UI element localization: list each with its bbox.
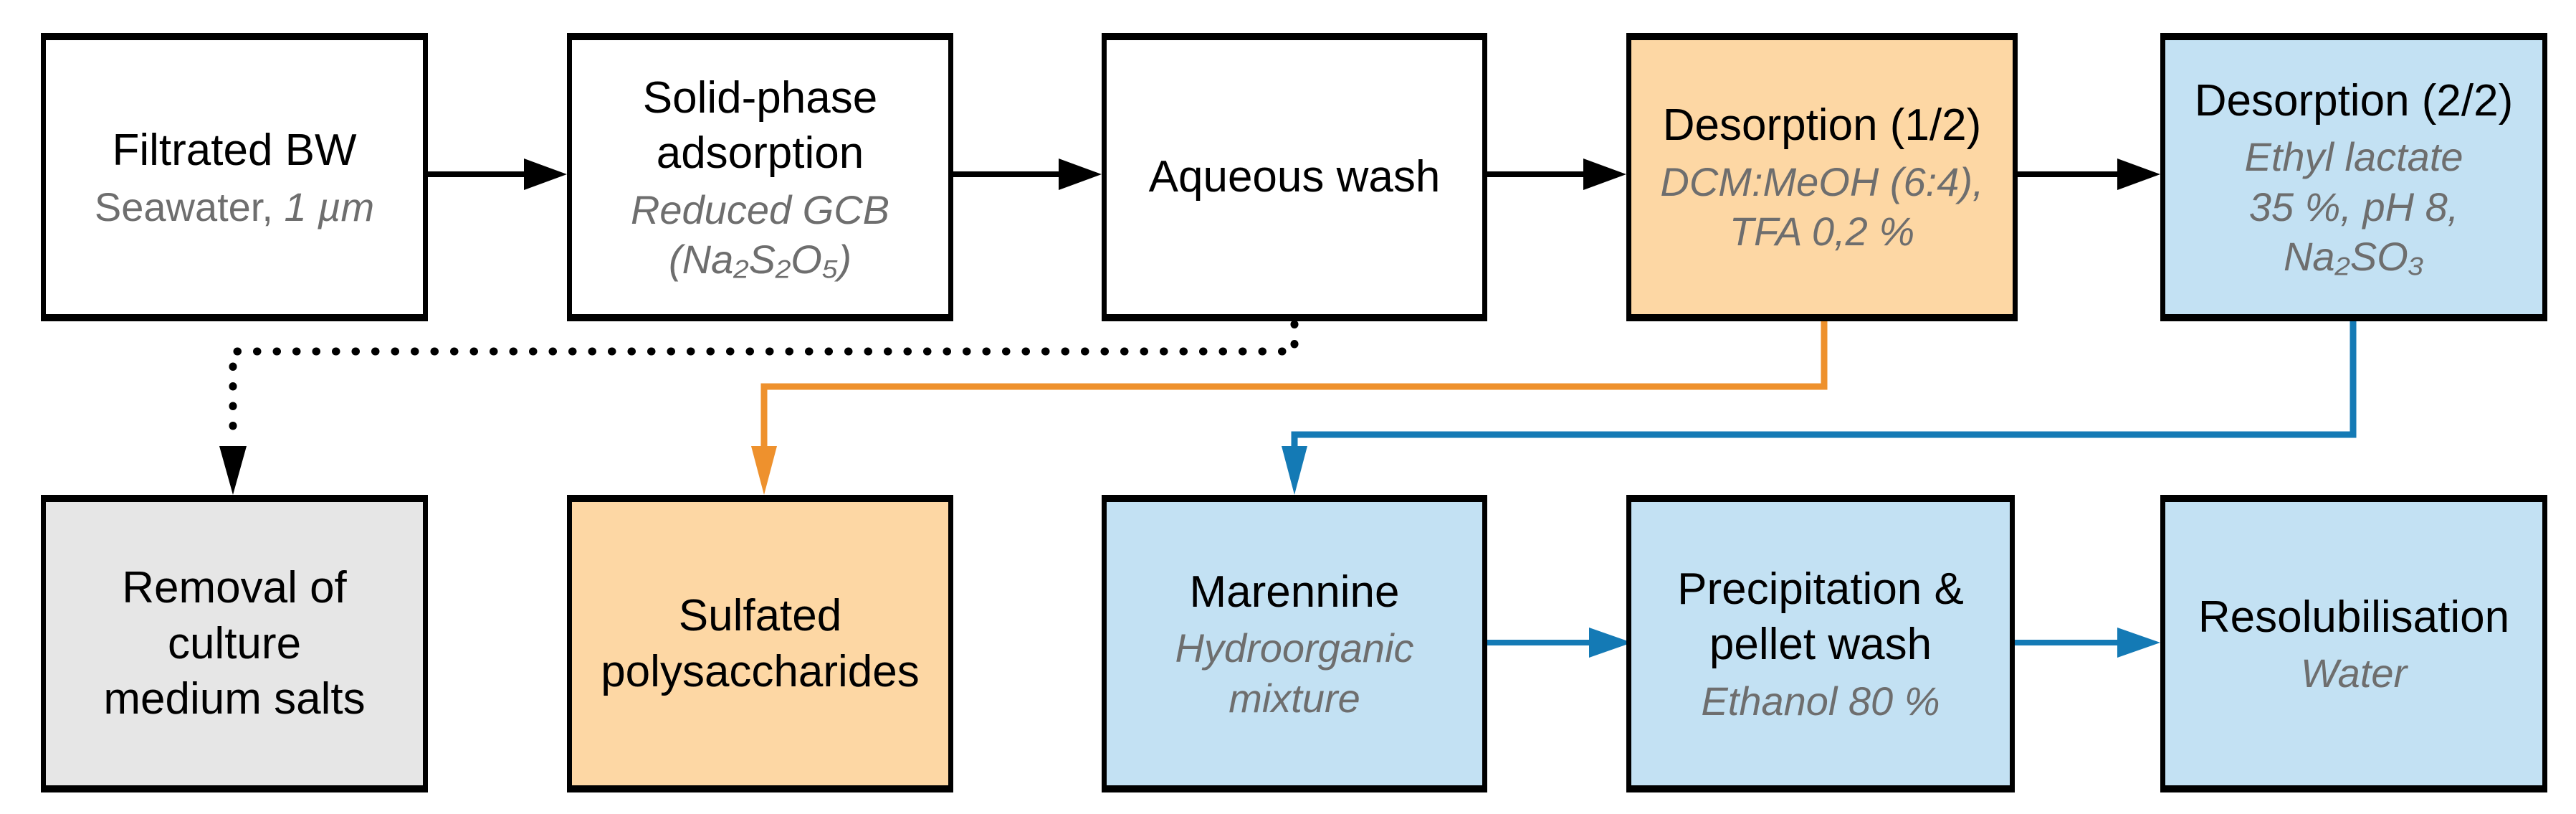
box-title: Marennine [1189, 567, 1400, 617]
box-title: Aqueous wash [1148, 152, 1441, 202]
arrow-desorption2-to-marennine [1282, 321, 2357, 495]
box-title: Removal of culture medium salts [103, 563, 366, 724]
subtitle-italic-part: 1 µm [284, 184, 375, 229]
box-title: Filtrated BW [112, 126, 357, 176]
box-marennine: Marennine Hydroorganic mixture [1102, 495, 1487, 792]
box-title: Resolubilisation [2198, 592, 2510, 642]
box-subtitle: Reduced GCB (Na₂S₂O₅) [630, 186, 890, 282]
box-subtitle: Seawater, 1 µm [95, 182, 374, 232]
arrow-marennine-to-precipitation [1487, 628, 1632, 658]
box-title: Solid-phase adsorption [642, 72, 878, 179]
box-resolubilisation: Resolubilisation Water [2160, 495, 2547, 792]
arrow-wash-to-desorption1 [1487, 158, 1626, 190]
arrow-desorption1-to-desorption2 [2018, 158, 2160, 190]
box-subtitle: Ethanol 80 % [1701, 678, 1940, 724]
box-title: Desorption (1/2) [1662, 100, 1982, 151]
box-filtrated-bw: Filtrated BW Seawater, 1 µm [41, 33, 428, 321]
box-subtitle: Hydroorganic mixture [1175, 625, 1414, 721]
box-subtitle: Ethyl lactate 35 %, pH 8, Na₂SO₃ [2244, 134, 2463, 279]
box-solid-phase-adsorption: Solid-phase adsorption Reduced GCB (Na₂S… [567, 33, 953, 321]
arrow-precipitation-to-resolubilisation [2015, 628, 2160, 658]
box-desorption-1: Desorption (1/2) DCM:MeOH (6:4), TFA 0,2… [1626, 33, 2018, 321]
box-title: Precipitation & pellet wash [1677, 564, 1964, 670]
box-title: Desorption (2/2) [2194, 75, 2514, 126]
box-removal-culture-salts: Removal of culture medium salts [41, 495, 428, 792]
box-precipitation-pellet-wash: Precipitation & pellet wash Ethanol 80 % [1626, 495, 2015, 792]
subtitle-roman-part: Seawater, [94, 184, 285, 229]
box-title: Sulfated polysaccharides [601, 591, 920, 696]
box-sulfated-polysaccharides: Sulfated polysaccharides [567, 495, 953, 792]
dotted-arrow-wash-to-salt-removal [219, 320, 1299, 495]
box-subtitle: Water [2300, 650, 2408, 696]
box-subtitle: DCM:MeOH (6:4), TFA 0,2 % [1660, 158, 1984, 255]
arrow-bw-to-adsorption [428, 158, 567, 190]
box-desorption-2: Desorption (2/2) Ethyl lactate 35 %, pH … [2160, 33, 2547, 321]
arrow-desorption1-to-polysaccharides [751, 321, 1828, 495]
box-aqueous-wash: Aqueous wash [1102, 33, 1487, 321]
arrow-adsorption-to-wash [953, 158, 1102, 190]
